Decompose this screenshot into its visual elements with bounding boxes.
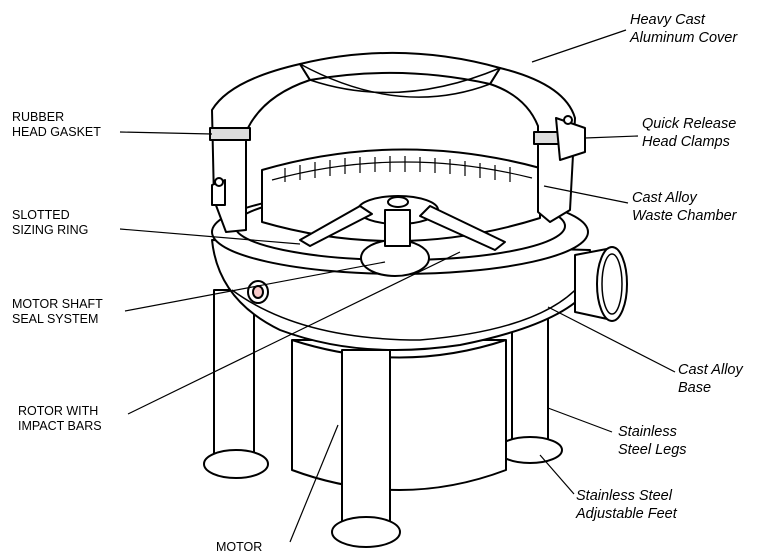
leg-front (341, 349, 391, 531)
aluminum-cover (299, 51, 501, 85)
foot-left (203, 449, 269, 479)
leader-rotor (127, 251, 461, 415)
foot-front (331, 516, 401, 548)
leg-back-left (213, 289, 255, 466)
leader-rubber-gasket (119, 131, 213, 135)
label-motor: MOTOR (216, 540, 263, 554)
leader-motor (289, 424, 339, 543)
foot-right (497, 436, 563, 464)
gasket-left (209, 127, 251, 141)
impact-bar (299, 205, 373, 247)
motor-body (291, 339, 507, 491)
leader-feet (539, 454, 575, 495)
leader-sizing-ring (119, 228, 301, 245)
leader-base (547, 306, 676, 373)
leader-clamps (584, 135, 639, 139)
leader-seal (124, 261, 386, 312)
leader-cover (531, 29, 627, 63)
leader-chamber (543, 185, 629, 204)
clamp-right (555, 117, 586, 161)
cover-right-section (489, 67, 576, 223)
leader-legs (547, 407, 613, 433)
